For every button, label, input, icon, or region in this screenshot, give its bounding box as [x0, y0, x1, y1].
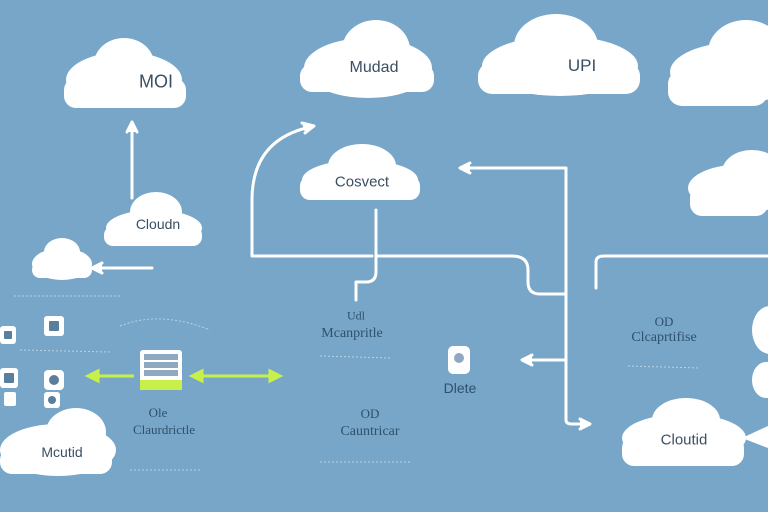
edge-shapes-right [742, 426, 768, 448]
connector-curve-top [250, 125, 374, 258]
block-center-bottom-line2: Cauntricar [340, 424, 400, 439]
cloud-label-cosvect: Cosvect [334, 173, 390, 191]
connector-center-right [374, 254, 568, 296]
cloud-edge-right [752, 306, 768, 398]
cloud-label-mcutid: Mcutid [41, 444, 83, 460]
block-center-bottom-line1: OD [360, 406, 380, 421]
arrowhead-curve [300, 121, 316, 135]
cloud-small-left [32, 238, 92, 280]
block-left-line2: Claurdrictle [132, 422, 196, 437]
block-right-line2: Clcaprtifise [631, 330, 697, 345]
cloud-mudad [300, 20, 434, 98]
cloud-far-right-mid [688, 150, 768, 216]
cloud-mcutid [0, 408, 116, 476]
arrowhead-to-device [520, 353, 534, 367]
cloud-label-cloudn: Cloudn [135, 216, 181, 232]
cloud-label-upi: UPI [567, 56, 597, 75]
cloud-cloutid [622, 398, 746, 466]
cloud-moi [64, 38, 186, 108]
connector-right-column [460, 166, 588, 426]
connector-right-bracket [594, 254, 768, 290]
device-label: Dlete [443, 380, 477, 396]
arrowhead-up [125, 120, 139, 134]
arrowhead-right-bottom [578, 417, 592, 431]
arrowhead-left-top [458, 161, 472, 175]
connector-center-vertical [354, 208, 378, 302]
block-center-top-line2: Mcanpritle [321, 326, 383, 341]
server-rack-icon [140, 350, 182, 390]
cloud-upi [478, 14, 640, 96]
arrowhead-left-small [90, 261, 104, 275]
cloud-cloudn [104, 192, 202, 246]
cloud-far-right-top [668, 20, 768, 106]
cloud-label-moi: MOI [139, 71, 173, 92]
block-right-line1: OD [654, 314, 674, 329]
block-left-line1: Ole [148, 405, 168, 420]
phone-icon [448, 346, 470, 374]
block-center-top-line1: Udl [347, 308, 365, 323]
cloud-label-cloutid: Cloutid [660, 431, 708, 449]
device-icons-left [0, 316, 64, 408]
cloud-label-mudad: Mudad [349, 59, 399, 76]
cloud-cosvect [300, 144, 420, 200]
